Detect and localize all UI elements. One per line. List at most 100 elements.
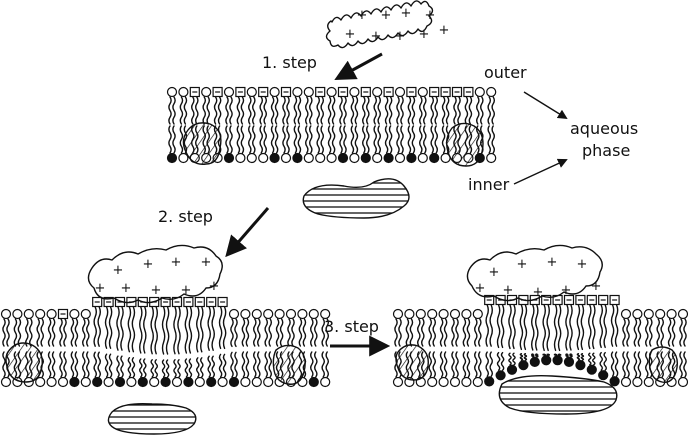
- lipid-tail: [616, 352, 618, 376]
- membrane-protein-br-right: [649, 347, 677, 382]
- lipid-tail: [555, 305, 557, 350]
- positive-charge: +: [591, 279, 602, 294]
- lipid-tail: [231, 319, 233, 346]
- phase-label: phase: [582, 141, 630, 160]
- lipid-tail: [117, 307, 119, 350]
- lipid-tail: [281, 319, 283, 346]
- membrane-protein-bl-right: [273, 345, 305, 384]
- lipid-head: [168, 88, 177, 97]
- lipid-tail: [344, 97, 346, 124]
- lipid-head: [230, 310, 239, 319]
- lipid-tail: [401, 126, 403, 153]
- lipid-head: [384, 154, 393, 163]
- lipid-head: [462, 378, 471, 387]
- lipid-tail: [14, 319, 16, 346]
- lipid-tail: [265, 319, 267, 346]
- lipid-head: [218, 378, 227, 387]
- positive-charge: +: [381, 8, 392, 23]
- lipid-head: [542, 356, 551, 365]
- positive-charge: +: [143, 257, 154, 272]
- lipid-tail: [196, 97, 198, 124]
- lipid-head: [247, 88, 256, 97]
- lipid-tail: [121, 307, 123, 350]
- lipid-head: [361, 154, 370, 163]
- lipid-tail: [265, 352, 267, 377]
- lipid-tail: [475, 352, 477, 377]
- positive-charge: +: [171, 255, 182, 270]
- lipid-head: [644, 378, 653, 387]
- lipid-tail: [616, 305, 618, 346]
- lipid-tail: [536, 354, 538, 357]
- lipid-tail: [498, 305, 500, 347]
- lipid-tail: [378, 126, 380, 153]
- lipid-tail: [429, 352, 431, 377]
- lipid-tail: [283, 97, 285, 124]
- lipid-tail: [3, 352, 5, 377]
- lipid-head: [487, 154, 496, 163]
- positive-charge: +: [489, 265, 500, 280]
- lipid-tail: [106, 307, 108, 348]
- lipid-tail: [431, 97, 433, 124]
- lipid-tail: [203, 97, 205, 124]
- lipid-tail: [208, 307, 210, 350]
- lipid-tail: [390, 126, 392, 153]
- membrane-bottom-right: [394, 296, 688, 387]
- lipid-tail: [570, 305, 572, 350]
- lipid-tail: [321, 97, 323, 124]
- lipid-tail: [180, 97, 182, 124]
- lipid-head: [161, 378, 170, 387]
- lipid-tail: [502, 353, 504, 371]
- lipid-head: [173, 378, 182, 387]
- lipid-tail: [420, 97, 422, 124]
- lipid-tail: [128, 358, 130, 377]
- lipid-tail: [224, 354, 226, 377]
- lipid-head: [252, 378, 261, 387]
- lipid-tail: [180, 126, 182, 153]
- lipid-tail: [140, 307, 142, 353]
- lipid-tail: [87, 319, 89, 346]
- lipid-tail: [264, 97, 266, 124]
- lipid-tail: [443, 126, 445, 153]
- lipid-head: [138, 378, 147, 387]
- lipid-tail: [144, 307, 146, 353]
- positive-charge: +: [439, 23, 450, 38]
- lipid-tail: [94, 352, 96, 377]
- lipid-tail: [185, 359, 187, 377]
- lipid-head: [565, 357, 574, 366]
- lipid-tail: [612, 352, 614, 376]
- lipid-tail: [581, 354, 583, 360]
- lipid-head: [553, 356, 562, 365]
- lipid-tail: [106, 354, 108, 377]
- positive-charge: +: [357, 8, 368, 23]
- lipid-tail: [167, 307, 169, 354]
- lipid-head: [304, 154, 313, 163]
- lipid-head: [293, 154, 302, 163]
- lipid-tail: [269, 352, 271, 377]
- lipid-tail: [498, 353, 500, 371]
- lipid-head: [473, 378, 482, 387]
- lipid-tail: [306, 126, 308, 153]
- lipid-tail: [355, 97, 357, 124]
- lipid-head: [275, 310, 284, 319]
- lipid-head: [439, 310, 448, 319]
- lipid-tail: [192, 97, 194, 124]
- lipid-tail: [422, 319, 424, 346]
- lipid-head: [599, 371, 608, 380]
- lipid-head: [59, 378, 68, 387]
- lipid-tail: [132, 307, 134, 352]
- lipid-tail: [374, 126, 376, 153]
- lipid-tail: [684, 352, 686, 377]
- lipid-tail: [447, 97, 449, 124]
- step1-label: 1. step: [262, 53, 317, 72]
- lipid-tail: [189, 307, 191, 353]
- positive-charge: +: [395, 29, 406, 44]
- lipid-tail: [241, 97, 243, 124]
- lipid-tail: [311, 352, 313, 377]
- lipid-tail: [463, 319, 465, 346]
- lipid-tail: [201, 307, 203, 352]
- lipid-tail: [215, 97, 217, 124]
- lipid-tail: [431, 126, 433, 153]
- lipid-tail: [458, 97, 460, 124]
- lipid-tail: [253, 97, 255, 124]
- lipid-tail: [60, 352, 62, 377]
